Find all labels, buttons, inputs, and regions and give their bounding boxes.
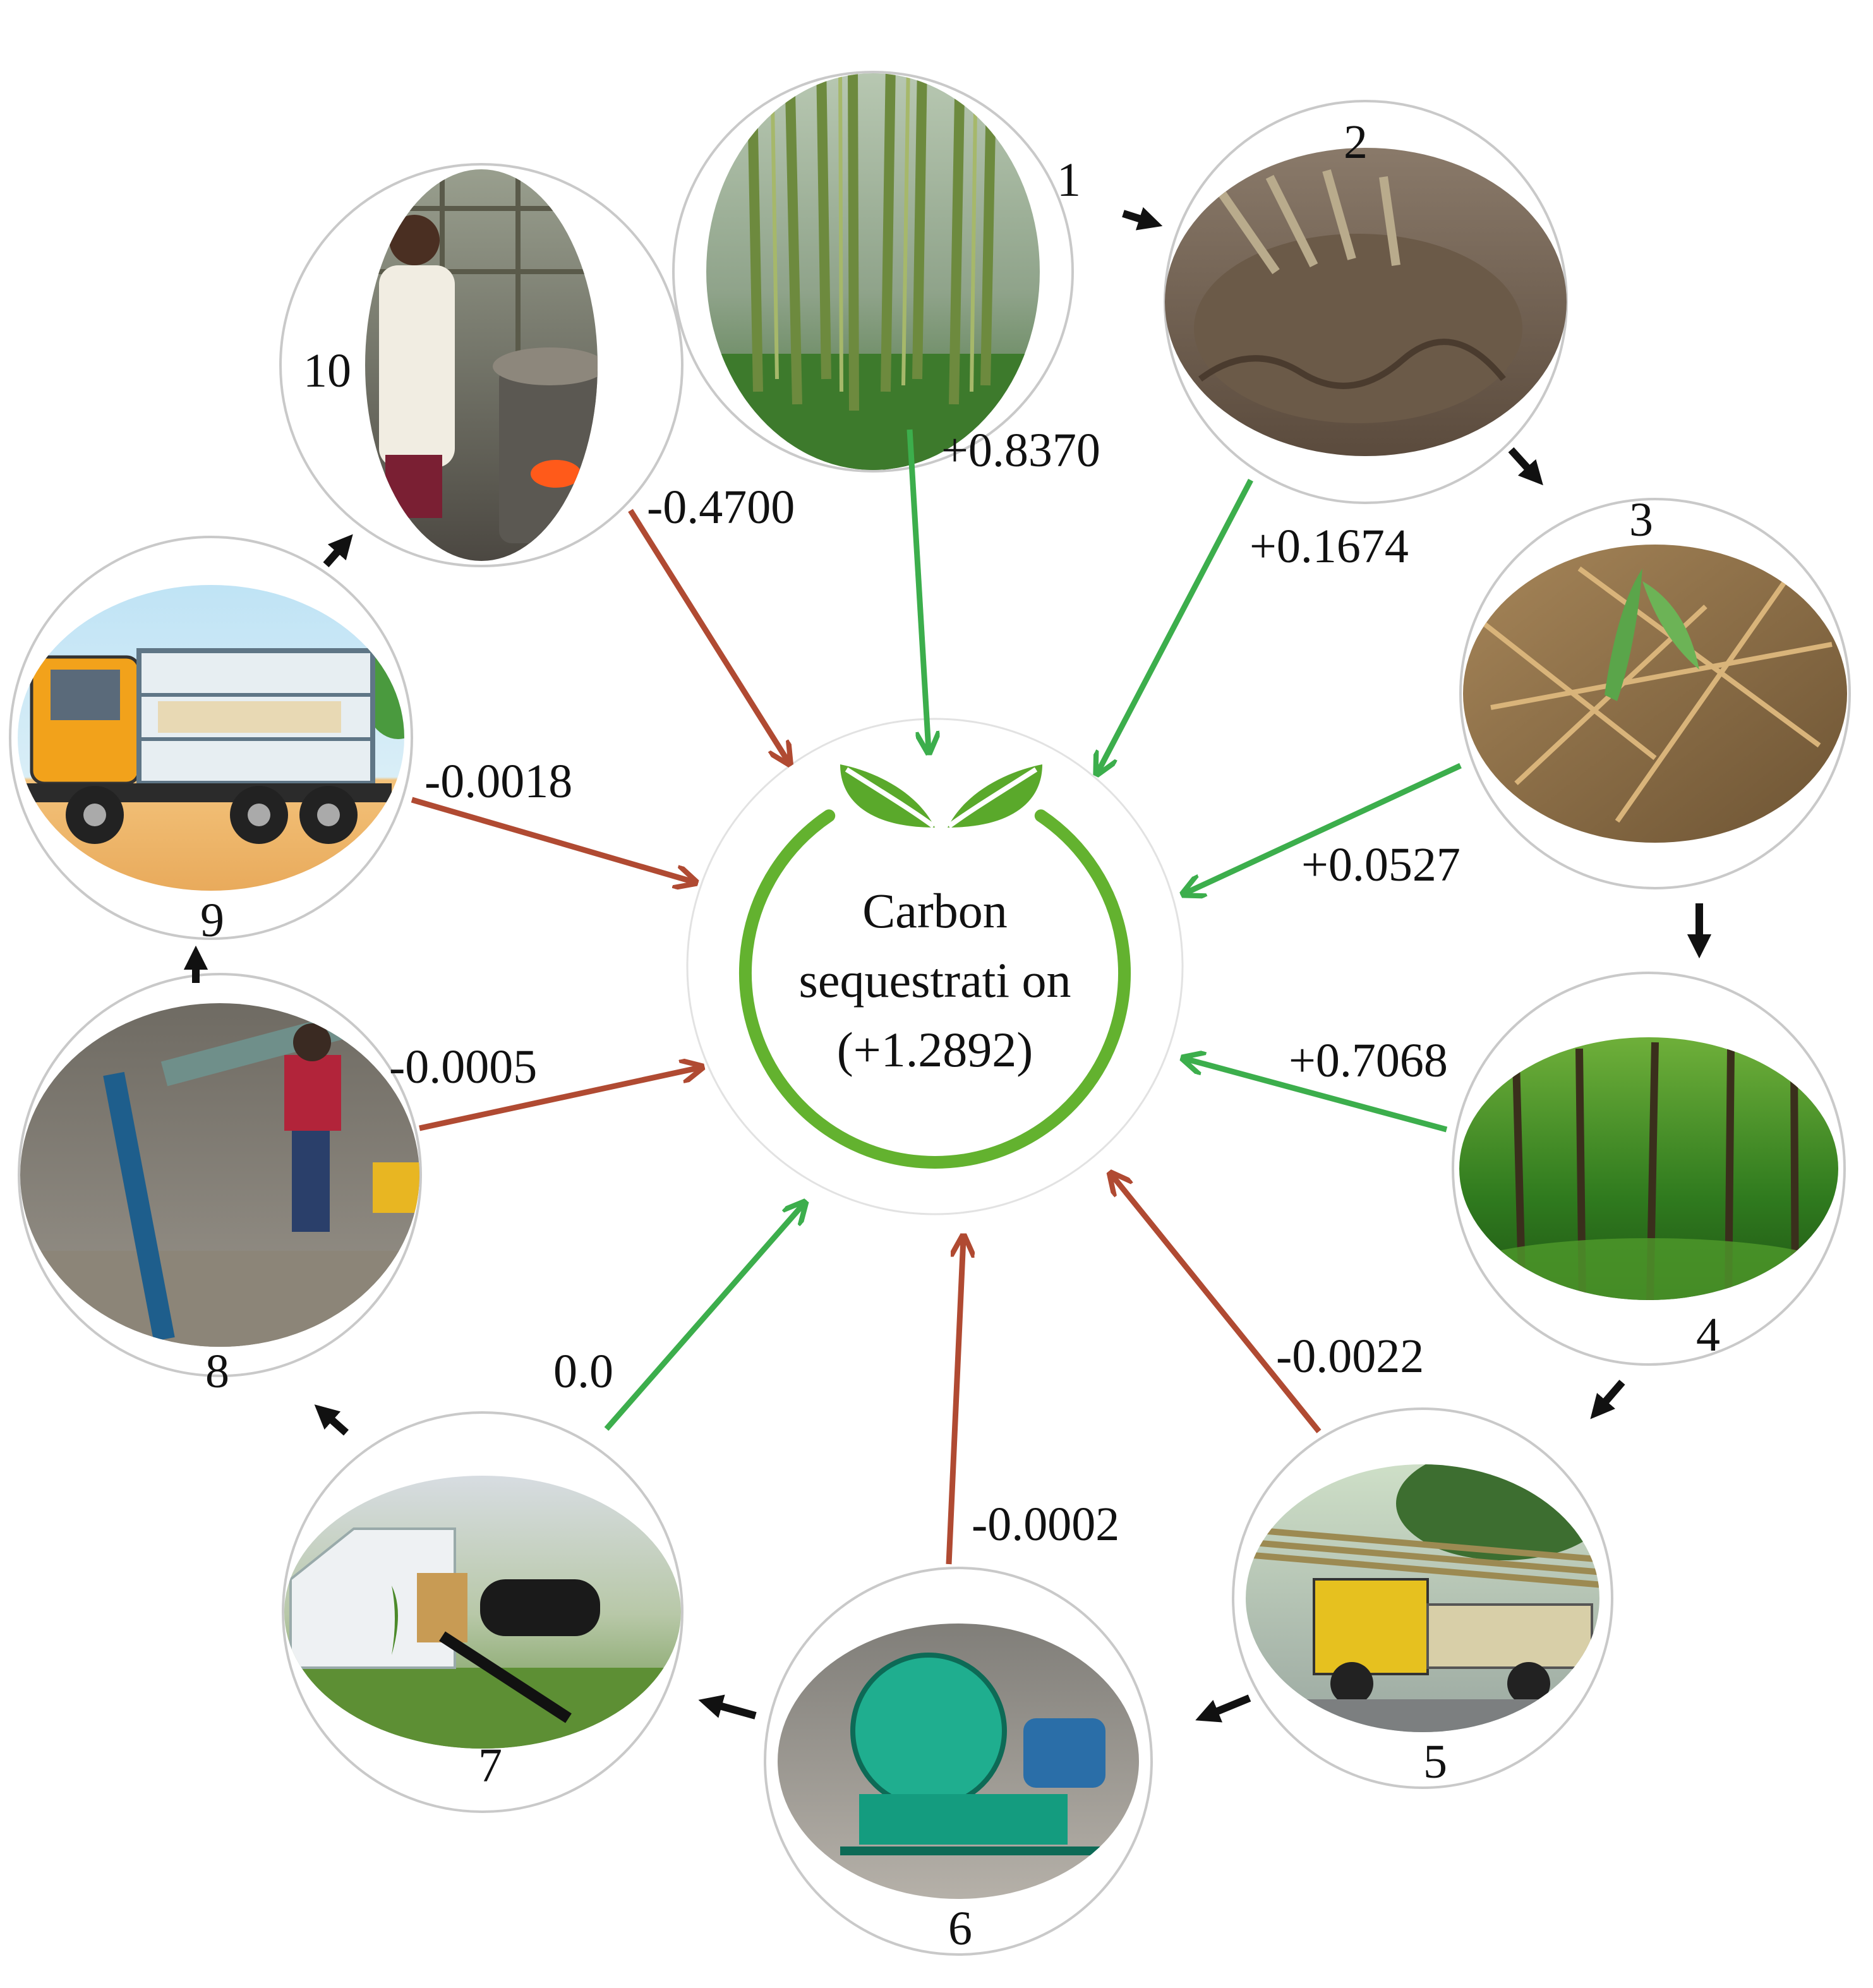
contribution-arrow-3	[1185, 762, 1462, 893]
contribution-arrow-1	[906, 429, 929, 750]
contribution-arrow-7	[604, 1204, 804, 1431]
scene-7-solar-dryer-kiln	[284, 1476, 681, 1749]
stage-number-5: 5	[1423, 1735, 1447, 1788]
flow-arrow-7-to-8	[314, 1404, 349, 1436]
flow-arrow-9-to-10	[323, 534, 353, 567]
scene-1-bamboo-stand	[706, 73, 1040, 470]
contribution-arrow-6	[946, 1238, 963, 1565]
stage-value-labels: +0.8370 +0.1674 +0.0527 +0.7068 -0.0022 …	[389, 424, 1460, 1551]
hub-outer-circle	[686, 718, 1184, 1215]
stage-number-10: 10	[303, 344, 351, 397]
stage-value-6: -0.0002	[972, 1498, 1119, 1551]
contribution-arrow-9	[411, 797, 694, 882]
stage-number-3: 3	[1629, 493, 1653, 546]
hub-title-line2: sequestrati on	[798, 953, 1071, 1008]
stage-number-labels: 1 2 3 4 5 6 7 8 9 10	[200, 116, 1720, 1955]
stage-number-9: 9	[200, 894, 224, 947]
flow-arrow-4-to-5	[1590, 1380, 1625, 1419]
stage-number-2: 2	[1344, 116, 1368, 169]
leaf-icon	[840, 764, 1042, 829]
contribution-arrow-10	[628, 509, 788, 762]
hub-total-value: (+1.2892)	[837, 1022, 1033, 1077]
scene-10-cook-stove	[365, 169, 598, 561]
flow-arrow-1-to-2	[1122, 207, 1163, 231]
hub-title-line1: Carbon	[862, 883, 1008, 938]
flow-arrow-2-to-3	[1508, 447, 1543, 486]
contribution-arrows	[411, 429, 1462, 1565]
flow-arrow-5-to-6	[1195, 1694, 1251, 1723]
stage-value-9: -0.0018	[425, 755, 572, 808]
process-flow-arrows	[183, 207, 1712, 1723]
stage-value-8: -0.0005	[389, 1040, 537, 1093]
stage-number-6: 6	[948, 1902, 972, 1955]
stage-value-4: +0.7068	[1289, 1034, 1448, 1087]
carbon-sequestration-hub: Carbon sequestrati on (+1.2892)	[686, 718, 1184, 1215]
contribution-arrow-2	[1098, 478, 1253, 772]
stage-value-1: +0.8370	[941, 424, 1100, 477]
stage-value-7: 0.0	[553, 1345, 613, 1398]
stage-number-8: 8	[205, 1345, 229, 1398]
contribution-arrow-5	[1112, 1175, 1322, 1433]
stage-number-1: 1	[1057, 154, 1081, 207]
stage-value-10: -0.4700	[647, 481, 795, 534]
stage-number-7: 7	[478, 1739, 502, 1792]
scene-3-leaf-litter	[1463, 545, 1847, 843]
contribution-arrow-4	[1185, 1059, 1448, 1133]
stage-value-2: +0.1674	[1250, 520, 1409, 573]
stage-number-4: 4	[1696, 1308, 1720, 1361]
scene-5-bamboo-truck	[1246, 1464, 1599, 1732]
hub-ring-arc	[739, 809, 1131, 1169]
contribution-arrow-8	[419, 1068, 700, 1131]
stage-value-5: -0.0022	[1276, 1330, 1424, 1383]
scene-6-chipper-machine	[778, 1624, 1139, 1899]
scene-2-bamboo-roots	[1165, 148, 1567, 456]
stage-value-3: +0.0527	[1301, 838, 1460, 891]
flow-arrow-6-to-7	[698, 1694, 757, 1720]
